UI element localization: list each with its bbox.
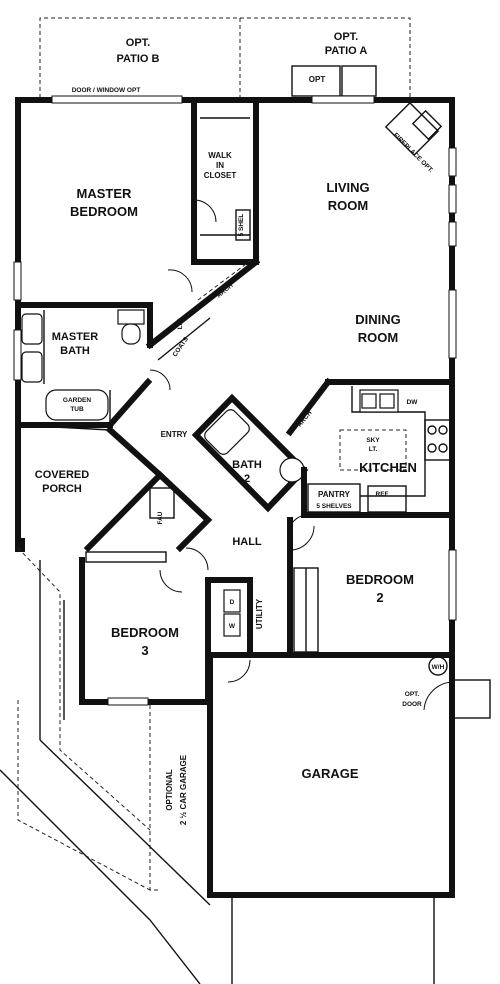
garage [227,656,491,719]
skylight-label-2: LT. [369,446,378,453]
fau-label: FAU [157,511,164,524]
bedroom-3-walls [79,470,213,706]
opt-door-label-2: DOOR [402,701,422,708]
master-bath-label-1: MASTER [52,331,99,343]
master-bedroom-label-2: BEDROOM [70,204,138,219]
bedroom-3-label-2: 3 [141,643,148,658]
optional-garage-label-2: 2 ½ CAR GARAGE [179,754,188,825]
covered-porch-label-2: PORCH [42,483,82,495]
walk-in-closet-label-3: CLOSET [204,171,237,180]
dryer-label: D [230,599,235,606]
garden-tub-label-2: TUB [70,406,84,413]
hall-and-bedroom-2 [287,514,455,658]
master-bedroom-label-1: MASTER [77,186,133,201]
dining-room-label-2: ROOM [358,330,398,345]
dining-room-label-1: DINING [355,312,401,327]
optional-patio-outlines [39,17,411,98]
entry-label: ENTRY [161,430,188,439]
garage-label: GARAGE [301,766,358,781]
hall-label: HALL [232,536,262,548]
living-room-label-1: LIVING [326,180,369,195]
closet-shelves-label: 5 SHEL [238,214,245,237]
covered-porch [15,424,165,552]
bedroom-2-label-2: 2 [376,590,383,605]
dishwasher-label: DW [407,399,419,406]
patio-a-label-1: OPT. [334,31,358,43]
covered-porch-label-1: COVERED [35,469,89,481]
linen-label: LIN [177,318,184,329]
master-bath-label-2: BATH [60,345,90,357]
refrigerator-label: REF [376,491,389,498]
kitchen-label: KITCHEN [359,460,417,475]
patio-a-label-2: PATIO A [325,45,368,57]
pantry-shelves-label: 5 SHELVES [316,503,352,510]
optional-garage-label-1: OPTIONAL [165,769,174,810]
skylight-label-1: SKY [366,437,380,444]
garden-tub-label-1: GARDEN [63,397,91,404]
fireplace-symbol [384,101,443,157]
right-windows [448,147,457,621]
corridor-walls [105,257,261,430]
walk-in-closet-label-2: IN [216,161,224,170]
pantry-label: PANTRY [318,490,351,499]
bedroom-2-label-1: BEDROOM [346,572,414,587]
bath-2-label-1: BATH [232,459,262,471]
master-bath-walls [15,302,153,428]
door-window-opt-label: DOOR / WINDOW OPT [72,87,141,94]
optional-garage-outline [0,547,435,984]
water-heater-label: W/H [432,664,445,671]
patio-b-label-2: PATIO B [117,53,160,65]
top-openings [51,95,375,104]
living-room-label-2: ROOM [328,198,368,213]
washer-label: W [229,623,236,630]
bath-2-label-2: 2 [244,473,250,485]
walk-in-closet-label-1: WALK [208,151,232,160]
left-windows [13,261,22,381]
kitchen-walls [285,377,455,518]
bath-2-walls [191,393,309,513]
patio-a-opt-label: OPT [309,75,326,84]
utility-walls [205,577,293,658]
utility-label: UTILITY [255,598,264,629]
master-bedroom-walls [15,101,259,308]
patio-b-label-1: OPT. [126,37,150,49]
bedroom-3-label-1: BEDROOM [111,625,179,640]
opt-door-label-1: OPT. [405,691,420,698]
